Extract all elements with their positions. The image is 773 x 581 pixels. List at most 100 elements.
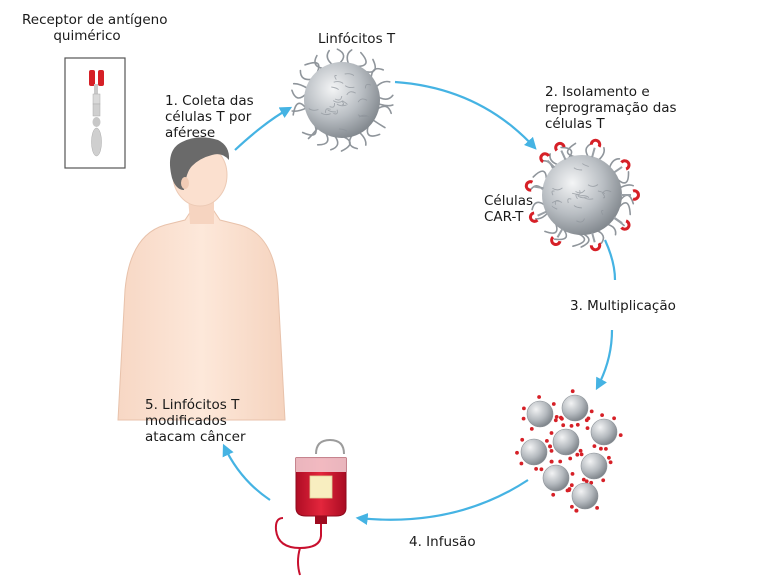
small-receptor-dot [519, 461, 524, 466]
t-lymphocyte-cell [291, 48, 394, 152]
patient-hair [169, 137, 230, 190]
cell-texture [364, 83, 372, 89]
car-receptor-hook [554, 141, 566, 152]
step-1-line-1: 1. Coleta das [165, 93, 254, 109]
step-3-label: 3. Multiplicação [570, 298, 676, 314]
cell-texture [357, 114, 368, 118]
step-2-label: 2. Isolamento e reprogramação das célula… [545, 84, 677, 132]
small-cell-body [542, 464, 570, 492]
small-receptor-dot [560, 416, 564, 421]
step-5-line-3: atacam câncer [145, 429, 246, 445]
car-stalk [591, 147, 596, 158]
cell-spike [371, 118, 386, 129]
cell-texture [334, 95, 343, 101]
car-t-cell [524, 138, 640, 252]
cell-texture [338, 128, 348, 132]
cell-texture [579, 195, 590, 198]
cell-spike [326, 49, 334, 66]
cell-texture [357, 98, 368, 103]
small-receptor-dot [558, 459, 563, 464]
car-stalk [537, 210, 548, 217]
infusion-tube-end [297, 547, 301, 576]
small-cell-body [520, 438, 548, 466]
cell-texture [320, 112, 331, 116]
small-receptor-dot [529, 427, 534, 431]
small-receptor-dot [612, 416, 616, 421]
car-stalk [613, 166, 623, 174]
car-receptor-hook [620, 159, 631, 171]
small-receptor-dot [568, 456, 573, 461]
car-receptor-hook [539, 152, 551, 164]
receptor-red-domain-right [98, 70, 104, 86]
car-stalk [613, 216, 623, 224]
arrow-step-2 [394, 80, 537, 150]
small-receptor-dot [569, 483, 574, 488]
step-4-label: 4. Infusão [409, 534, 476, 550]
small-receptor-dot [549, 459, 554, 464]
cell-texture [341, 100, 345, 106]
small-receptor-dot [579, 452, 584, 457]
cell-spike [618, 184, 634, 189]
cell-spike [532, 170, 548, 183]
arrow-step-5 [222, 443, 271, 501]
car-receptor-hook [528, 211, 539, 223]
small-receptor-dot [551, 402, 556, 406]
small-receptor-dot [545, 439, 549, 443]
small-receptor-dot [585, 426, 590, 430]
cell-texture [600, 210, 604, 215]
cell-spike [595, 229, 605, 244]
cell-texture [597, 190, 606, 195]
small-receptor-dot [569, 424, 574, 428]
cell-texture [573, 205, 582, 209]
step-3-line-1: 3. Multiplicação [570, 298, 676, 314]
cell-texture [575, 194, 578, 200]
cell-spike [358, 131, 367, 146]
cell-texture [333, 109, 338, 115]
step-1-line-2: células T por [165, 109, 252, 125]
multiplied-cells-cluster [515, 389, 623, 513]
small-car-t-cell [549, 423, 583, 461]
small-receptor-dot [618, 433, 623, 437]
small-receptor-dot [592, 444, 597, 448]
small-receptor-dot [551, 492, 556, 497]
cell-texture [552, 187, 563, 191]
cell-spike [340, 135, 351, 152]
cell-texture [554, 200, 560, 205]
cell-texture [331, 86, 339, 91]
small-receptor-dot [601, 478, 606, 483]
cell-texture [342, 100, 348, 105]
car-t-cell-body [542, 155, 622, 235]
car-stalk [546, 159, 556, 169]
infusion-tube [274, 517, 322, 550]
cell-spike [354, 51, 367, 68]
cell-spike [608, 157, 621, 170]
car-t-cells-label: Células CAR-T [484, 193, 533, 225]
small-receptor-dot [584, 418, 589, 423]
small-cell-body [526, 400, 554, 428]
small-receptor-dot [575, 422, 580, 427]
car-receptor-hook [632, 189, 640, 201]
small-cell-body [590, 418, 618, 446]
step-4-line-1: 4. Infusão [409, 534, 476, 550]
small-receptor-dot [595, 506, 599, 510]
cell-texture [346, 91, 356, 96]
step-1-label: 1. Coleta das células T por aférese [165, 93, 254, 141]
cell-spike [336, 48, 345, 65]
cell-texture [587, 184, 599, 187]
receptor-tail [91, 127, 102, 157]
small-receptor-dot [570, 389, 575, 394]
small-cell-body [580, 452, 608, 480]
arrow-step-4 [355, 479, 529, 526]
small-receptor-dot [578, 448, 583, 453]
small-car-t-cell [567, 482, 599, 513]
cell-spike [566, 142, 578, 159]
cell-spike [597, 147, 605, 162]
arrow-step-3a [603, 239, 617, 281]
arrow-step-1 [234, 106, 293, 151]
small-receptor-dot [553, 418, 558, 423]
bag-port [315, 516, 327, 524]
small-receptor-dot [599, 446, 603, 451]
step-5-line-1: 5. Linfócitos T [145, 397, 240, 413]
cell-texture [334, 74, 337, 80]
receptor-red-domain-left [89, 70, 95, 86]
